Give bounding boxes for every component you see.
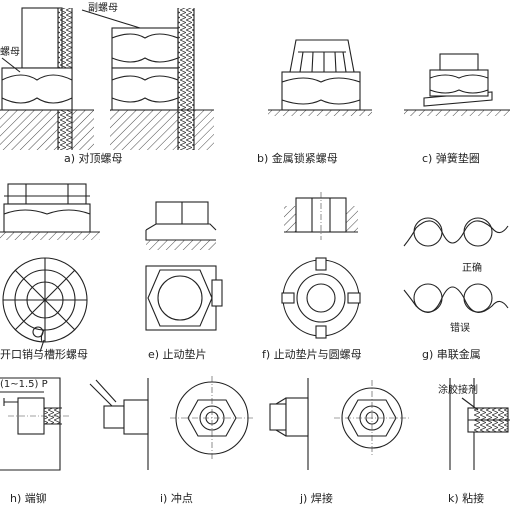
panel-a-caption: a) 对顶螺母 (64, 152, 123, 165)
panel-f-tab-washer-round-nut (281, 192, 361, 339)
panel-j-caption: j) 焊接 (300, 492, 333, 505)
panel-e-tab-washer (145, 201, 223, 331)
panel-k-adhesive (449, 378, 510, 470)
panel-a-callout-nut: 螺母 (0, 47, 20, 58)
panel-g-series-wire (403, 217, 509, 313)
panel-k-caption: k) 粘接 (448, 492, 485, 505)
panel-a-jam-nuts (0, 7, 214, 150)
panel-i-punch (89, 376, 254, 470)
panel-f-caption: f) 止动垫片与圆螺母 (262, 348, 362, 361)
panel-b-metal-lock-nut (268, 39, 372, 116)
panel-a-callout-secondary-nut: 副螺母 (88, 3, 118, 14)
panel-g-callout-correct: 正确 (462, 263, 482, 274)
panel-j-welding (269, 378, 410, 470)
panel-i-caption: i) 冲点 (160, 492, 193, 505)
panel-e-caption: e) 止动垫片 (148, 348, 207, 361)
panel-c-caption: c) 弹簧垫圈 (422, 152, 480, 165)
panel-k-callout-adhesive: 涂胶接剂 (438, 385, 478, 396)
panel-d-cotter-pin-castle-nut (0, 183, 100, 353)
panel-g-caption: g) 串联金属 (422, 348, 481, 361)
panel-g-callout-wrong: 错误 (450, 323, 470, 334)
panel-c-spring-washer (404, 53, 510, 116)
panel-d-caption: 开口销与槽形螺母 (0, 348, 88, 361)
panel-b-caption: b) 金属锁紧螺母 (257, 152, 338, 165)
panel-h-caption: h) 端铆 (10, 492, 47, 505)
panel-h-end-riveting (0, 377, 70, 471)
panel-h-callout-pitch: (1~1.5) P (0, 379, 48, 390)
